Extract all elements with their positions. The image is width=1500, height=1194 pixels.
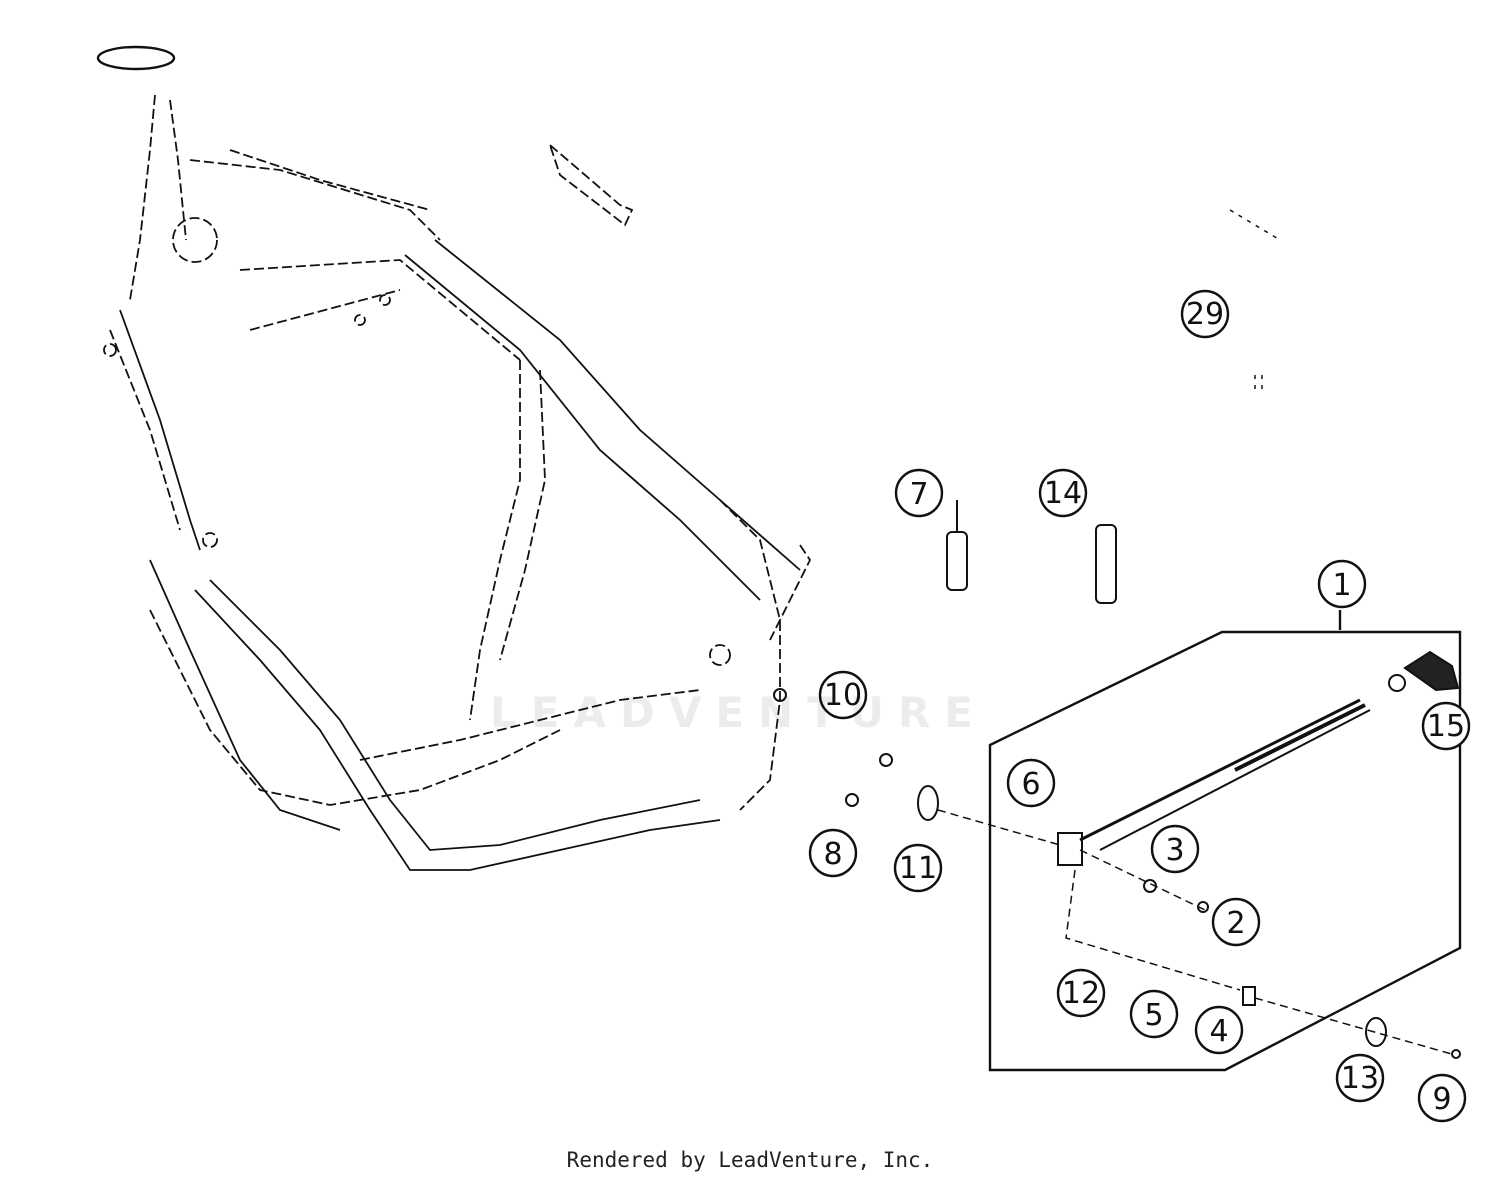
callout-label: 15 bbox=[1427, 709, 1465, 744]
spring-7 bbox=[946, 531, 968, 591]
callout-circle bbox=[894, 468, 944, 518]
watermark-text: LEADVENTURE bbox=[490, 688, 987, 737]
callout-6: 6 bbox=[1006, 758, 1056, 808]
callout-10: 10 bbox=[818, 670, 868, 720]
callout-circle bbox=[808, 828, 858, 878]
callout-15: 15 bbox=[1421, 701, 1471, 751]
callout-circle bbox=[1335, 1053, 1385, 1103]
callout-label: 29 bbox=[1186, 297, 1224, 332]
callout-label: 7 bbox=[909, 477, 928, 512]
sidestand-parts bbox=[773, 500, 1462, 1072]
callout-3: 3 bbox=[1150, 824, 1200, 874]
callout-label: 14 bbox=[1044, 476, 1082, 511]
callout-label: 6 bbox=[1021, 767, 1040, 802]
callout-circle bbox=[1006, 758, 1056, 808]
footer-credit: Rendered by LeadVenture, Inc. bbox=[566, 1148, 934, 1172]
callout-9: 9 bbox=[1417, 1073, 1467, 1123]
callout-label: 2 bbox=[1226, 906, 1245, 941]
callout-label: 10 bbox=[824, 678, 862, 713]
callout-circle bbox=[1194, 1005, 1244, 1055]
callout-label: 1 bbox=[1332, 568, 1351, 603]
callout-8: 8 bbox=[808, 828, 858, 878]
callout-label: 8 bbox=[823, 837, 842, 872]
item-29-parts bbox=[1229, 209, 1281, 392]
spacer-4 bbox=[1242, 986, 1256, 1006]
callout-label: 5 bbox=[1144, 998, 1163, 1033]
callout-circle bbox=[1056, 968, 1106, 1018]
callout-29: 29 bbox=[1180, 289, 1230, 339]
callout-circle bbox=[1180, 289, 1230, 339]
callout-circle bbox=[893, 843, 943, 893]
callout-circle bbox=[1317, 559, 1367, 609]
bushing bbox=[1057, 832, 1083, 866]
callout-circle bbox=[1211, 897, 1261, 947]
bushing-13 bbox=[1365, 1017, 1387, 1047]
callout-label: 9 bbox=[1432, 1082, 1451, 1117]
kit-outline bbox=[988, 630, 1462, 1072]
callout-circle bbox=[818, 670, 868, 720]
callout-label: 11 bbox=[899, 851, 937, 886]
callout-14: 14 bbox=[1038, 468, 1088, 518]
callout-group: 29 7 14 1 10 15 6 3 8 11 2 12 5 4 13 9 bbox=[808, 289, 1471, 1123]
washer-11 bbox=[917, 785, 939, 821]
callout-4: 4 bbox=[1194, 1005, 1244, 1055]
callout-12: 12 bbox=[1056, 968, 1106, 1018]
callout-13: 13 bbox=[1335, 1053, 1385, 1103]
callout-circle bbox=[1417, 1073, 1467, 1123]
frame-drawing bbox=[96, 45, 812, 871]
callout-label: 4 bbox=[1209, 1014, 1228, 1049]
callout-2: 2 bbox=[1211, 897, 1261, 947]
callout-circle bbox=[1038, 468, 1088, 518]
callout-1: 1 bbox=[1317, 559, 1367, 609]
callout-label: 12 bbox=[1062, 976, 1100, 1011]
callout-circle bbox=[1421, 701, 1471, 751]
callout-label: 3 bbox=[1165, 833, 1184, 868]
callout-circle bbox=[1129, 989, 1179, 1039]
callout-label: 13 bbox=[1341, 1061, 1379, 1096]
callout-circle bbox=[1150, 824, 1200, 874]
callout-7: 7 bbox=[894, 468, 944, 518]
callout-11: 11 bbox=[893, 843, 943, 893]
spring-14 bbox=[1095, 524, 1117, 604]
callout-5: 5 bbox=[1129, 989, 1179, 1039]
